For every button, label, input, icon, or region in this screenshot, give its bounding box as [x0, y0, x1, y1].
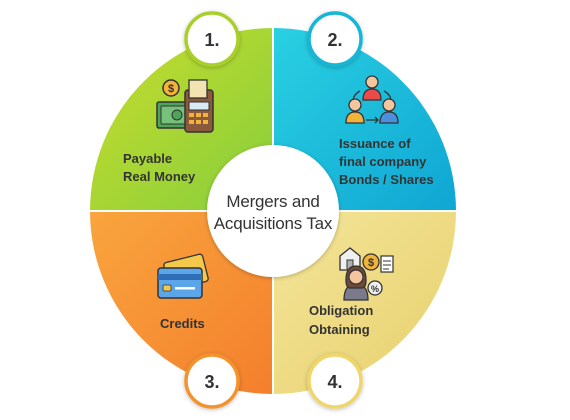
- step-number-3: 3.: [204, 372, 219, 392]
- svg-text:%: %: [371, 284, 379, 294]
- svg-text:$: $: [168, 83, 174, 95]
- step-badge-4: 4.: [307, 353, 363, 409]
- people-exchange-icon: [345, 75, 399, 124]
- step-number-2: 2.: [327, 30, 342, 50]
- quadrant-4-label-line-1: Obligation: [309, 303, 373, 318]
- center-title-line-2: Acquisitions Tax: [214, 214, 333, 233]
- quadrant-1-label: Payable Real Money: [123, 151, 196, 184]
- quadrant-1-label-line-2: Real Money: [123, 169, 196, 184]
- quadrant-4-label: Obligation Obtaining: [309, 303, 373, 337]
- step-number-4: 4.: [327, 372, 342, 392]
- quadrant-1-label-line-1: Payable: [123, 151, 172, 166]
- step-badge-1: 1.: [184, 11, 240, 67]
- step-number-1: 1.: [204, 30, 219, 50]
- quadrant-2-label-line-2: final company: [339, 154, 427, 169]
- quadrant-2-label-line-3: Bonds / Shares: [339, 172, 434, 187]
- businesswoman-finance-icon: $ %: [339, 247, 394, 301]
- step-badge-2: 2.: [307, 11, 363, 67]
- quadrant-2-label: Issuance of final company Bonds / Shares: [339, 136, 434, 187]
- quadrant-3-label-line-1: Credits: [160, 316, 205, 331]
- svg-text:$: $: [368, 257, 374, 269]
- quadrant-3-label: Credits: [160, 316, 205, 331]
- center-title-line-1: Mergers and: [226, 192, 319, 211]
- quadrant-4-label-line-2: Obtaining: [309, 322, 370, 337]
- step-badge-3: 3.: [184, 353, 240, 409]
- credit-card-icon: [157, 253, 209, 299]
- center-circle: [207, 145, 339, 277]
- quadrant-2-label-line-1: Issuance of: [339, 136, 411, 151]
- cash-register-icon: $: [156, 79, 214, 133]
